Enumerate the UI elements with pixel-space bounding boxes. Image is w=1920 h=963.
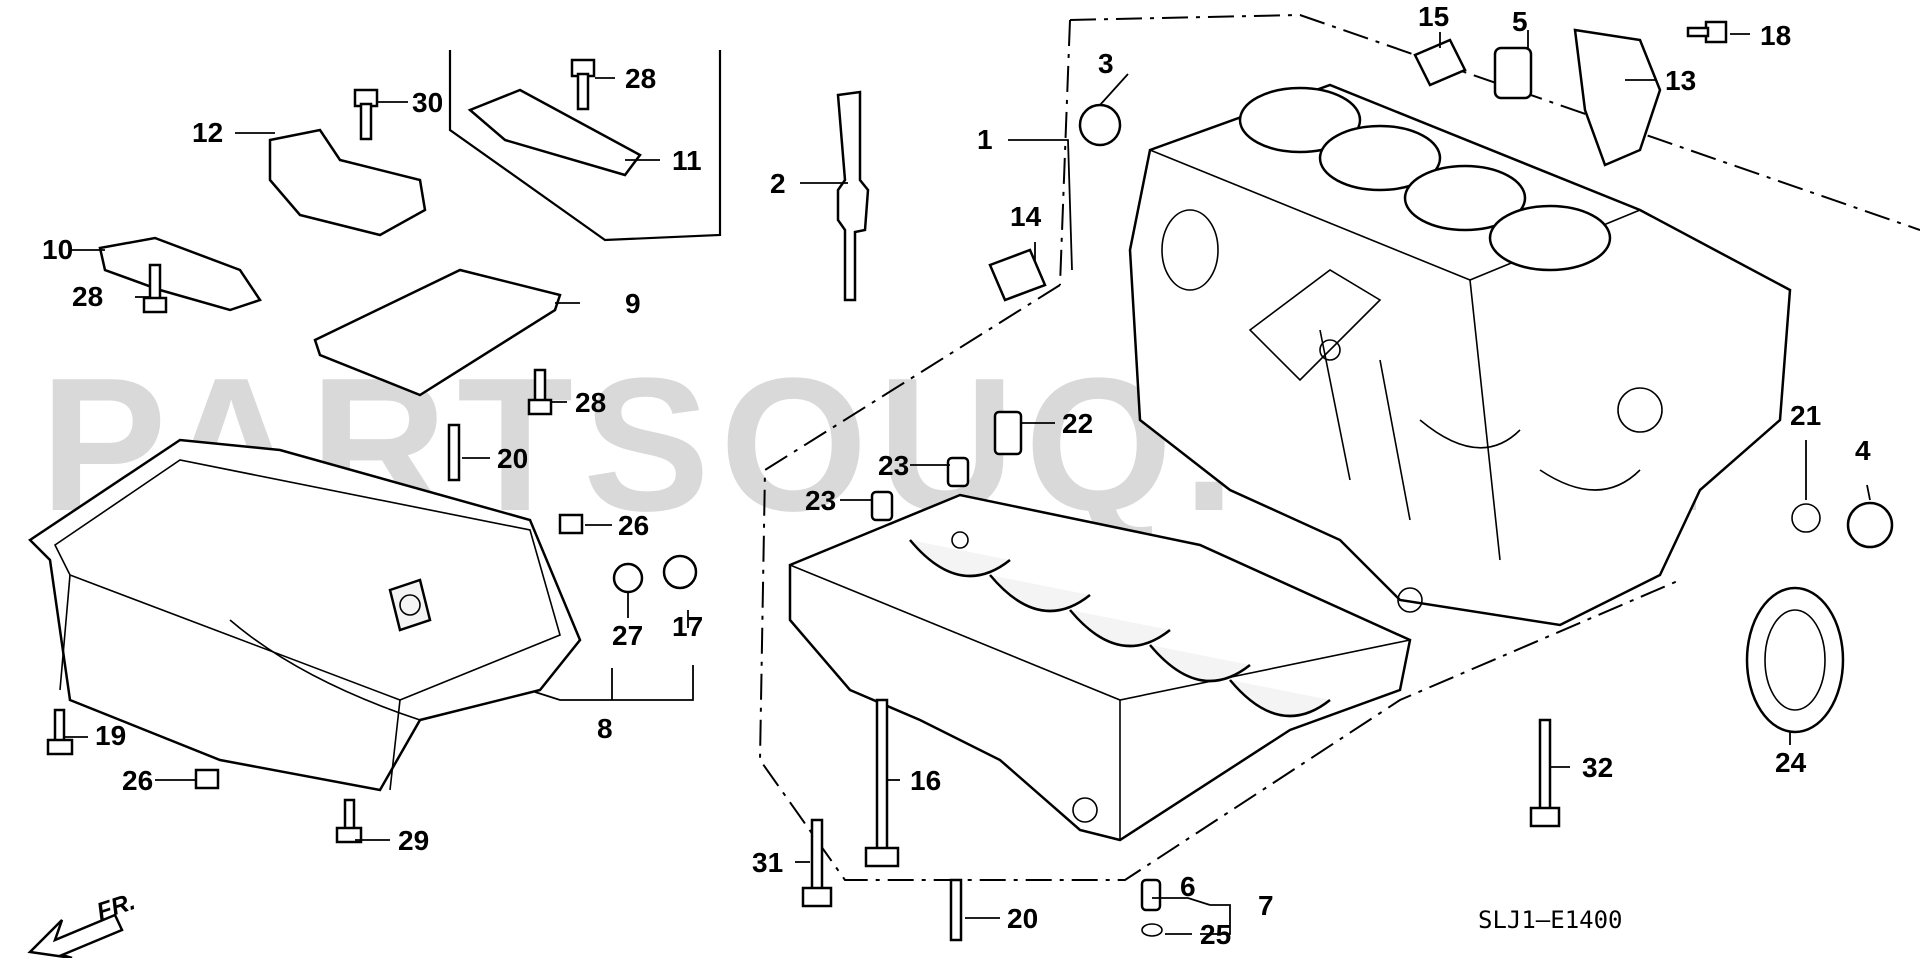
callout-17: 17 bbox=[672, 611, 703, 642]
callout-28a: 28 bbox=[625, 63, 656, 94]
callout-labels: 1 2 3 4 5 6 7 8 9 10 11 12 13 14 15 16 1… bbox=[42, 1, 1871, 950]
front-label: FR. bbox=[94, 888, 139, 926]
callout-26b: 26 bbox=[122, 765, 153, 796]
callout-20b: 20 bbox=[1007, 903, 1038, 934]
knock-sensor-15[interactable] bbox=[1413, 38, 1467, 87]
callout-14: 14 bbox=[1010, 201, 1042, 232]
callout-13: 13 bbox=[1665, 65, 1696, 96]
callout-19: 19 bbox=[95, 720, 126, 751]
callout-12: 12 bbox=[192, 117, 223, 148]
callout-16: 16 bbox=[910, 765, 941, 796]
callout-31: 31 bbox=[752, 847, 783, 878]
bolt-28a[interactable] bbox=[570, 58, 596, 111]
group-box-lower bbox=[758, 284, 1681, 881]
callout-25: 25 bbox=[1200, 919, 1231, 950]
orifice-6[interactable] bbox=[1140, 878, 1162, 912]
callout-32: 32 bbox=[1582, 752, 1613, 783]
bolt-16[interactable] bbox=[864, 698, 900, 868]
bolt-18[interactable] bbox=[1686, 20, 1728, 44]
baffle-plate-9[interactable] bbox=[313, 268, 562, 397]
o-ring-25[interactable] bbox=[1141, 923, 1163, 937]
group-box-block-left bbox=[1059, 19, 1071, 286]
callout-20a: 20 bbox=[497, 443, 528, 474]
baffle-plate-10[interactable] bbox=[98, 236, 262, 312]
callout-30: 30 bbox=[412, 87, 443, 118]
callout-10: 10 bbox=[42, 234, 73, 265]
callout-2: 2 bbox=[770, 168, 786, 199]
oil-pan[interactable] bbox=[28, 438, 582, 792]
bolt-32[interactable] bbox=[1529, 718, 1561, 828]
callout-1: 1 bbox=[977, 124, 993, 155]
callout-28c: 28 bbox=[575, 387, 606, 418]
bolt-30[interactable] bbox=[353, 88, 379, 141]
dowel-23a[interactable] bbox=[946, 456, 970, 488]
callout-15: 15 bbox=[1418, 1, 1449, 32]
callout-11: 11 bbox=[672, 145, 702, 176]
callout-28b: 28 bbox=[72, 281, 103, 312]
dowel-23b[interactable] bbox=[870, 490, 894, 522]
callout-26a: 26 bbox=[618, 510, 649, 541]
oil-pressure-switch-14[interactable] bbox=[988, 248, 1047, 302]
callout-3: 3 bbox=[1098, 48, 1114, 79]
stud-20a[interactable] bbox=[447, 423, 461, 482]
callout-23b: 23 bbox=[805, 485, 836, 516]
callout-22: 22 bbox=[1062, 408, 1093, 439]
callout-4: 4 bbox=[1855, 435, 1871, 466]
baffle-plate-11[interactable] bbox=[467, 88, 642, 177]
sealing-bolt-4[interactable] bbox=[1846, 501, 1894, 549]
nut-26b[interactable] bbox=[194, 768, 220, 790]
bolt-31[interactable] bbox=[801, 818, 833, 908]
bolt-29[interactable] bbox=[335, 798, 363, 844]
oil-seal-24[interactable] bbox=[1745, 586, 1845, 734]
callout-29: 29 bbox=[398, 825, 429, 856]
callout-18: 18 bbox=[1760, 20, 1791, 51]
baffle-plate-12[interactable] bbox=[268, 128, 427, 237]
callout-27: 27 bbox=[612, 620, 643, 651]
callout-9: 9 bbox=[625, 288, 641, 319]
group-box-block-top bbox=[1069, 13, 1920, 231]
sealing-bolt-3[interactable] bbox=[1078, 103, 1122, 147]
callout-24: 24 bbox=[1775, 747, 1807, 778]
callout-8: 8 bbox=[597, 713, 613, 744]
bracket-13[interactable] bbox=[1573, 28, 1662, 167]
washer-27[interactable] bbox=[612, 562, 644, 594]
diagram-code: SLJ1—E1400 bbox=[1478, 906, 1623, 934]
dowel-22[interactable] bbox=[993, 410, 1023, 456]
callout-6: 6 bbox=[1180, 871, 1196, 902]
group-box-11 bbox=[448, 50, 722, 242]
oil-seal-inner bbox=[1764, 609, 1826, 711]
bolt-28c[interactable] bbox=[527, 368, 553, 416]
nut-26a[interactable] bbox=[558, 513, 584, 535]
oil-jet-5[interactable] bbox=[1493, 46, 1533, 100]
bolt-19[interactable] bbox=[46, 708, 74, 756]
washer-21[interactable] bbox=[1791, 503, 1821, 533]
stud-20b[interactable] bbox=[949, 878, 963, 942]
dipstick-guide[interactable] bbox=[836, 90, 870, 302]
drain-bolt-17[interactable] bbox=[662, 554, 698, 590]
callout-5: 5 bbox=[1512, 6, 1528, 37]
callout-23a: 23 bbox=[878, 450, 909, 481]
callout-21: 21 bbox=[1790, 400, 1821, 431]
cylinder-block[interactable] bbox=[1128, 83, 1792, 627]
lower-block-bedplate[interactable] bbox=[788, 493, 1412, 842]
bolt-28b[interactable] bbox=[142, 263, 168, 314]
callout-7: 7 bbox=[1258, 890, 1274, 921]
leader-lines bbox=[64, 30, 1871, 935]
